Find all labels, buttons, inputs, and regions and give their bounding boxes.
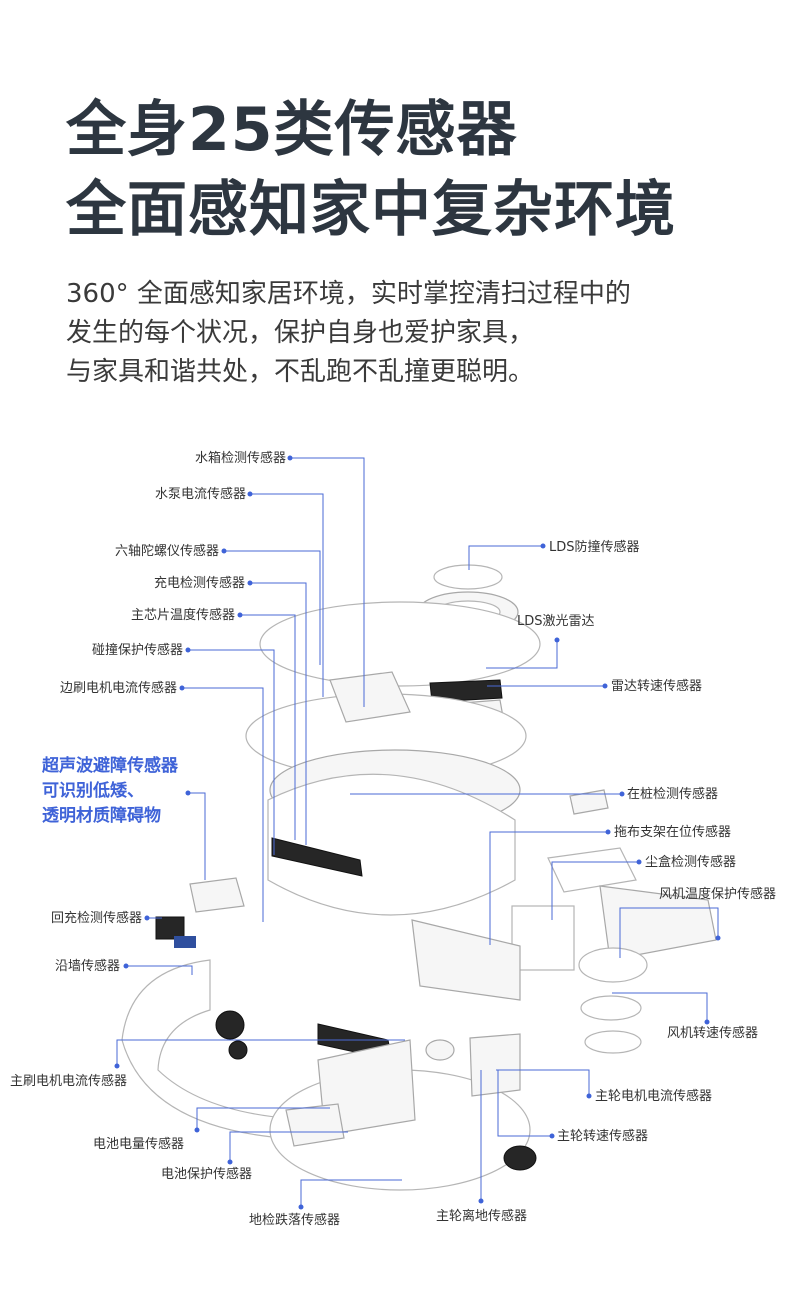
label-fan-temp: 风机温度保护传感器 — [659, 886, 776, 902]
hepa-filter — [511, 905, 575, 971]
label-battery-protect: 电池保护传感器 — [161, 1166, 252, 1182]
water-tank-body — [411, 919, 521, 1001]
mid-chassis — [267, 773, 516, 916]
top-cover — [259, 601, 541, 687]
label-mop-bracket: 拖布支架在位传感器 — [614, 824, 731, 840]
label-water-pump: 水泵电流传感器 — [155, 486, 246, 502]
label-wheel-drop: 主轮离地传感器 — [436, 1208, 527, 1224]
main-wheel — [503, 1145, 537, 1171]
fan-motor — [425, 1039, 455, 1061]
label-lds-bump: LDS防撞传感器 — [549, 539, 640, 555]
side-brush-motor — [228, 1040, 248, 1060]
leader-lines — [114, 455, 721, 1210]
description-line-1: 360° 全面感知家居环境，实时掌控清扫过程中的 — [66, 279, 631, 309]
highlight-line-3: 透明材质障碍物 — [42, 805, 161, 826]
water-tank — [329, 671, 411, 723]
return-charge-module — [155, 916, 185, 940]
ultrasonic-bracket — [189, 877, 245, 913]
label-dock: 在桩检测传感器 — [627, 786, 718, 802]
label-gyro: 六轴陀螺仪传感器 — [115, 543, 219, 559]
dustbin — [599, 885, 717, 961]
lds-top-cover — [433, 564, 503, 590]
label-fan-speed: 风机转速传感器 — [667, 1025, 758, 1041]
return-charge-pcb — [174, 936, 196, 948]
label-radar-speed: 雷达转速传感器 — [611, 678, 702, 694]
label-chip-temp: 主芯片温度传感器 — [131, 607, 235, 623]
main-wheel-module — [469, 1033, 521, 1097]
sensor-labels: 水箱检测传感器 水泵电流传感器 六轴陀螺仪传感器 充电检测传感器 主芯片温度传感… — [10, 450, 776, 1228]
label-wall: 沿墙传感器 — [55, 958, 120, 974]
label-lds-laser: LDS激光雷达 — [517, 614, 595, 629]
label-collision: 碰撞保护传感器 — [92, 642, 183, 658]
highlight-line-2: 可识别低矮、 — [42, 780, 144, 801]
headline-line-1: 全身25类传感器 — [66, 95, 518, 165]
dock-sensor — [569, 789, 609, 815]
front-bumper — [121, 959, 331, 1141]
fan-cover — [578, 947, 648, 983]
label-charge-detect: 充电检测传感器 — [154, 575, 245, 591]
highlight-line-1: 超声波避障传感器 — [42, 755, 179, 776]
fan-ring-2 — [584, 1030, 642, 1054]
label-water-tank: 水箱检测传感器 — [195, 450, 286, 466]
label-side-brush: 边刷电机电流传感器 — [60, 680, 177, 696]
description-line-3: 与家具和谐共处，不乱跑不乱撞更聪明。 — [66, 357, 535, 387]
description-line-2: 发生的每个状况，保护自身也爱护家具， — [66, 318, 535, 348]
label-cliff: 地检跌落传感器 — [249, 1212, 340, 1228]
dustbin-lid — [547, 847, 637, 893]
battery — [285, 1103, 345, 1147]
label-return-charge: 回充检测传感器 — [51, 910, 142, 926]
label-main-brush: 主刷电机电流传感器 — [10, 1073, 127, 1089]
headline-line-2: 全面感知家中复杂环境 — [66, 175, 676, 245]
label-dustbin: 尘盒检测传感器 — [645, 854, 736, 870]
sensor-array — [271, 837, 363, 877]
fan-ring-1 — [580, 995, 642, 1021]
label-wheel-current: 主轮电机电流传感器 — [595, 1088, 712, 1104]
label-battery-level: 电池电量传感器 — [93, 1136, 184, 1152]
side-brush-hub — [215, 1010, 245, 1040]
robot-exploded-illustration — [121, 564, 717, 1191]
label-wheel-speed: 主轮转速传感器 — [557, 1128, 648, 1144]
